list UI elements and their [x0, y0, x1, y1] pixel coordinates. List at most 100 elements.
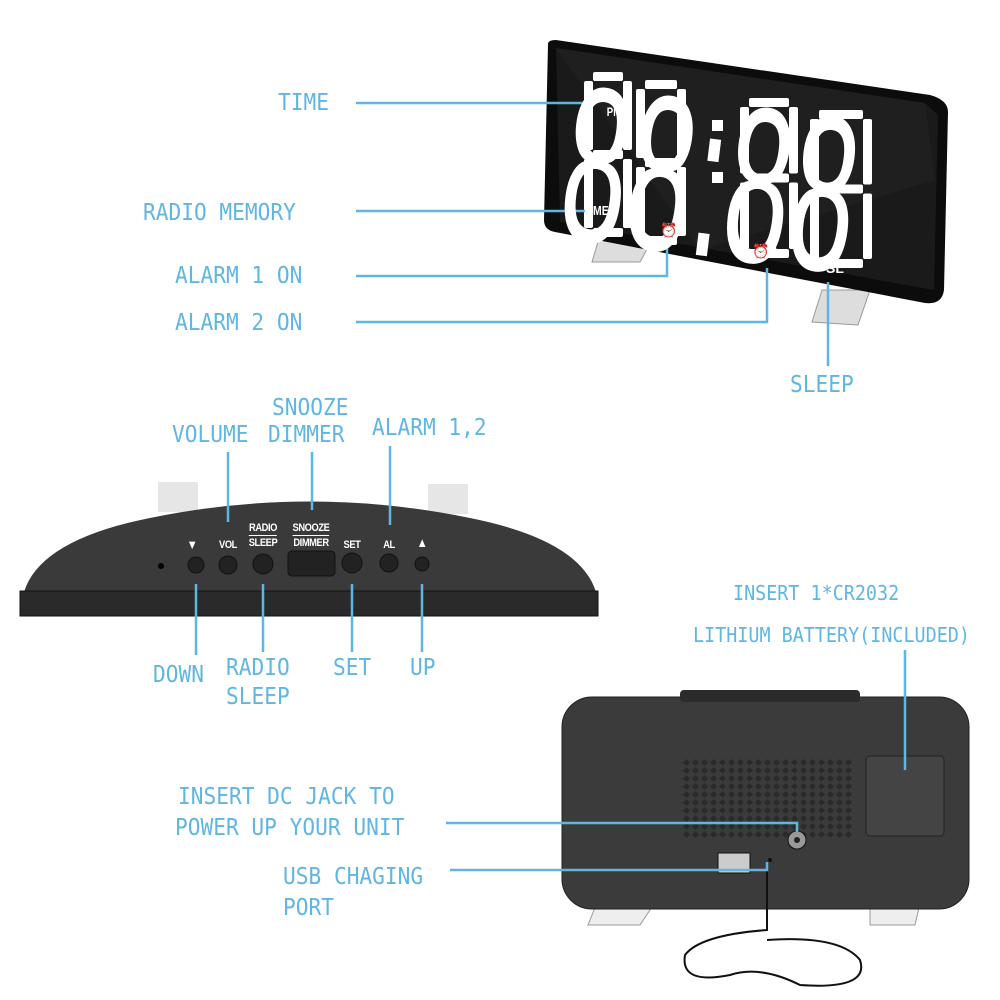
grille-hole	[709, 774, 718, 783]
indicator-hole	[768, 858, 772, 862]
grille-hole	[835, 806, 844, 815]
grille-hole	[727, 766, 736, 775]
grille-hole	[808, 766, 817, 775]
speaker-grille-holes	[682, 758, 853, 839]
grille-hole	[727, 758, 736, 767]
grille-hole	[835, 822, 844, 831]
grille-hole	[745, 782, 754, 791]
grille-hole	[718, 798, 727, 807]
down-button[interactable]	[187, 556, 205, 574]
radio-sleep-button[interactable]	[252, 553, 274, 575]
grille-hole	[700, 830, 709, 839]
grille-hole	[808, 782, 817, 791]
top-foot-right	[428, 484, 468, 514]
grille-hole	[700, 790, 709, 799]
grille-hole	[700, 822, 709, 831]
grille-hole	[844, 766, 853, 775]
grille-hole	[826, 830, 835, 839]
grille-hole	[772, 766, 781, 775]
grille-hole	[835, 790, 844, 799]
callout-usb-line1: USB CHAGING	[283, 864, 424, 890]
grille-hole	[826, 798, 835, 807]
grille-hole	[844, 782, 853, 791]
al-label: AL	[383, 539, 395, 551]
grille-hole	[682, 806, 691, 815]
vol-button[interactable]	[218, 555, 238, 575]
grille-hole	[718, 806, 727, 815]
callout-set: SET	[333, 655, 372, 681]
grille-hole	[808, 790, 817, 799]
grille-hole	[718, 766, 727, 775]
grille-hole	[808, 830, 817, 839]
digit-segment	[636, 89, 645, 158]
grille-hole	[817, 766, 826, 775]
top-buttons-edge	[680, 690, 860, 702]
set-button[interactable]	[341, 552, 363, 574]
callout-radio: RADIO	[226, 655, 290, 681]
grille-hole	[736, 822, 745, 831]
digit-segment	[677, 167, 686, 236]
grille-hole	[745, 814, 754, 823]
up-button[interactable]	[414, 556, 430, 572]
grille-hole	[799, 822, 808, 831]
mem-indicator: MEM	[593, 203, 618, 218]
al-button[interactable]	[379, 553, 399, 573]
front-foot-right	[811, 289, 871, 326]
grille-hole	[736, 758, 745, 767]
grille-hole	[826, 758, 835, 767]
grille-hole	[799, 814, 808, 823]
sleep-indicator: SL	[826, 260, 844, 276]
digit-segment	[740, 182, 749, 249]
grille-hole	[835, 774, 844, 783]
digit-segment	[623, 81, 632, 150]
digit-segment	[677, 89, 686, 158]
usb-port[interactable]	[717, 852, 751, 874]
grille-hole	[700, 798, 709, 807]
grille-hole	[835, 798, 844, 807]
callout-battery-line2: LITHIUM BATTERY(INCLUDED)	[693, 623, 970, 647]
grille-hole	[781, 758, 790, 767]
grille-hole	[718, 758, 727, 767]
grille-hole	[709, 806, 718, 815]
grille-hole	[772, 790, 781, 799]
grille-hole	[745, 806, 754, 815]
grille-hole	[709, 814, 718, 823]
grille-hole	[781, 790, 790, 799]
back-callout-lines	[446, 650, 907, 872]
grille-hole	[772, 806, 781, 815]
grille-hole	[709, 822, 718, 831]
alarm-clock-icon: ⏰	[660, 222, 678, 238]
grille-hole	[772, 774, 781, 783]
alarm1-indicator: ⏰1	[660, 222, 686, 238]
grille-hole	[709, 798, 718, 807]
grille-hole	[736, 782, 745, 791]
digit-segment	[593, 150, 623, 159]
grille-hole	[844, 814, 853, 823]
grille-hole	[781, 822, 790, 831]
grille-hole	[844, 798, 853, 807]
grille-hole	[700, 782, 709, 791]
alarm-clock-icon: ⏰	[752, 243, 770, 259]
grille-hole	[790, 790, 799, 799]
callout-volume: VOLUME	[172, 422, 249, 448]
grille-hole	[727, 822, 736, 831]
grille-hole	[745, 830, 754, 839]
grille-hole	[754, 790, 763, 799]
snooze-dimmer-button[interactable]	[287, 550, 336, 577]
grille-hole	[691, 758, 700, 767]
callout-alarm1-on: ALARM 1 ON	[175, 263, 303, 289]
grille-hole	[772, 822, 781, 831]
grille-hole	[682, 774, 691, 783]
digit-segment	[789, 107, 798, 174]
vol-label: VOL	[219, 539, 237, 551]
colon-dot	[712, 172, 723, 183]
top-foot-left	[158, 482, 198, 512]
pinhole	[158, 563, 164, 569]
grille-hole	[718, 814, 727, 823]
digit-segment	[819, 184, 863, 194]
grille-hole	[772, 782, 781, 791]
grille-hole	[781, 806, 790, 815]
